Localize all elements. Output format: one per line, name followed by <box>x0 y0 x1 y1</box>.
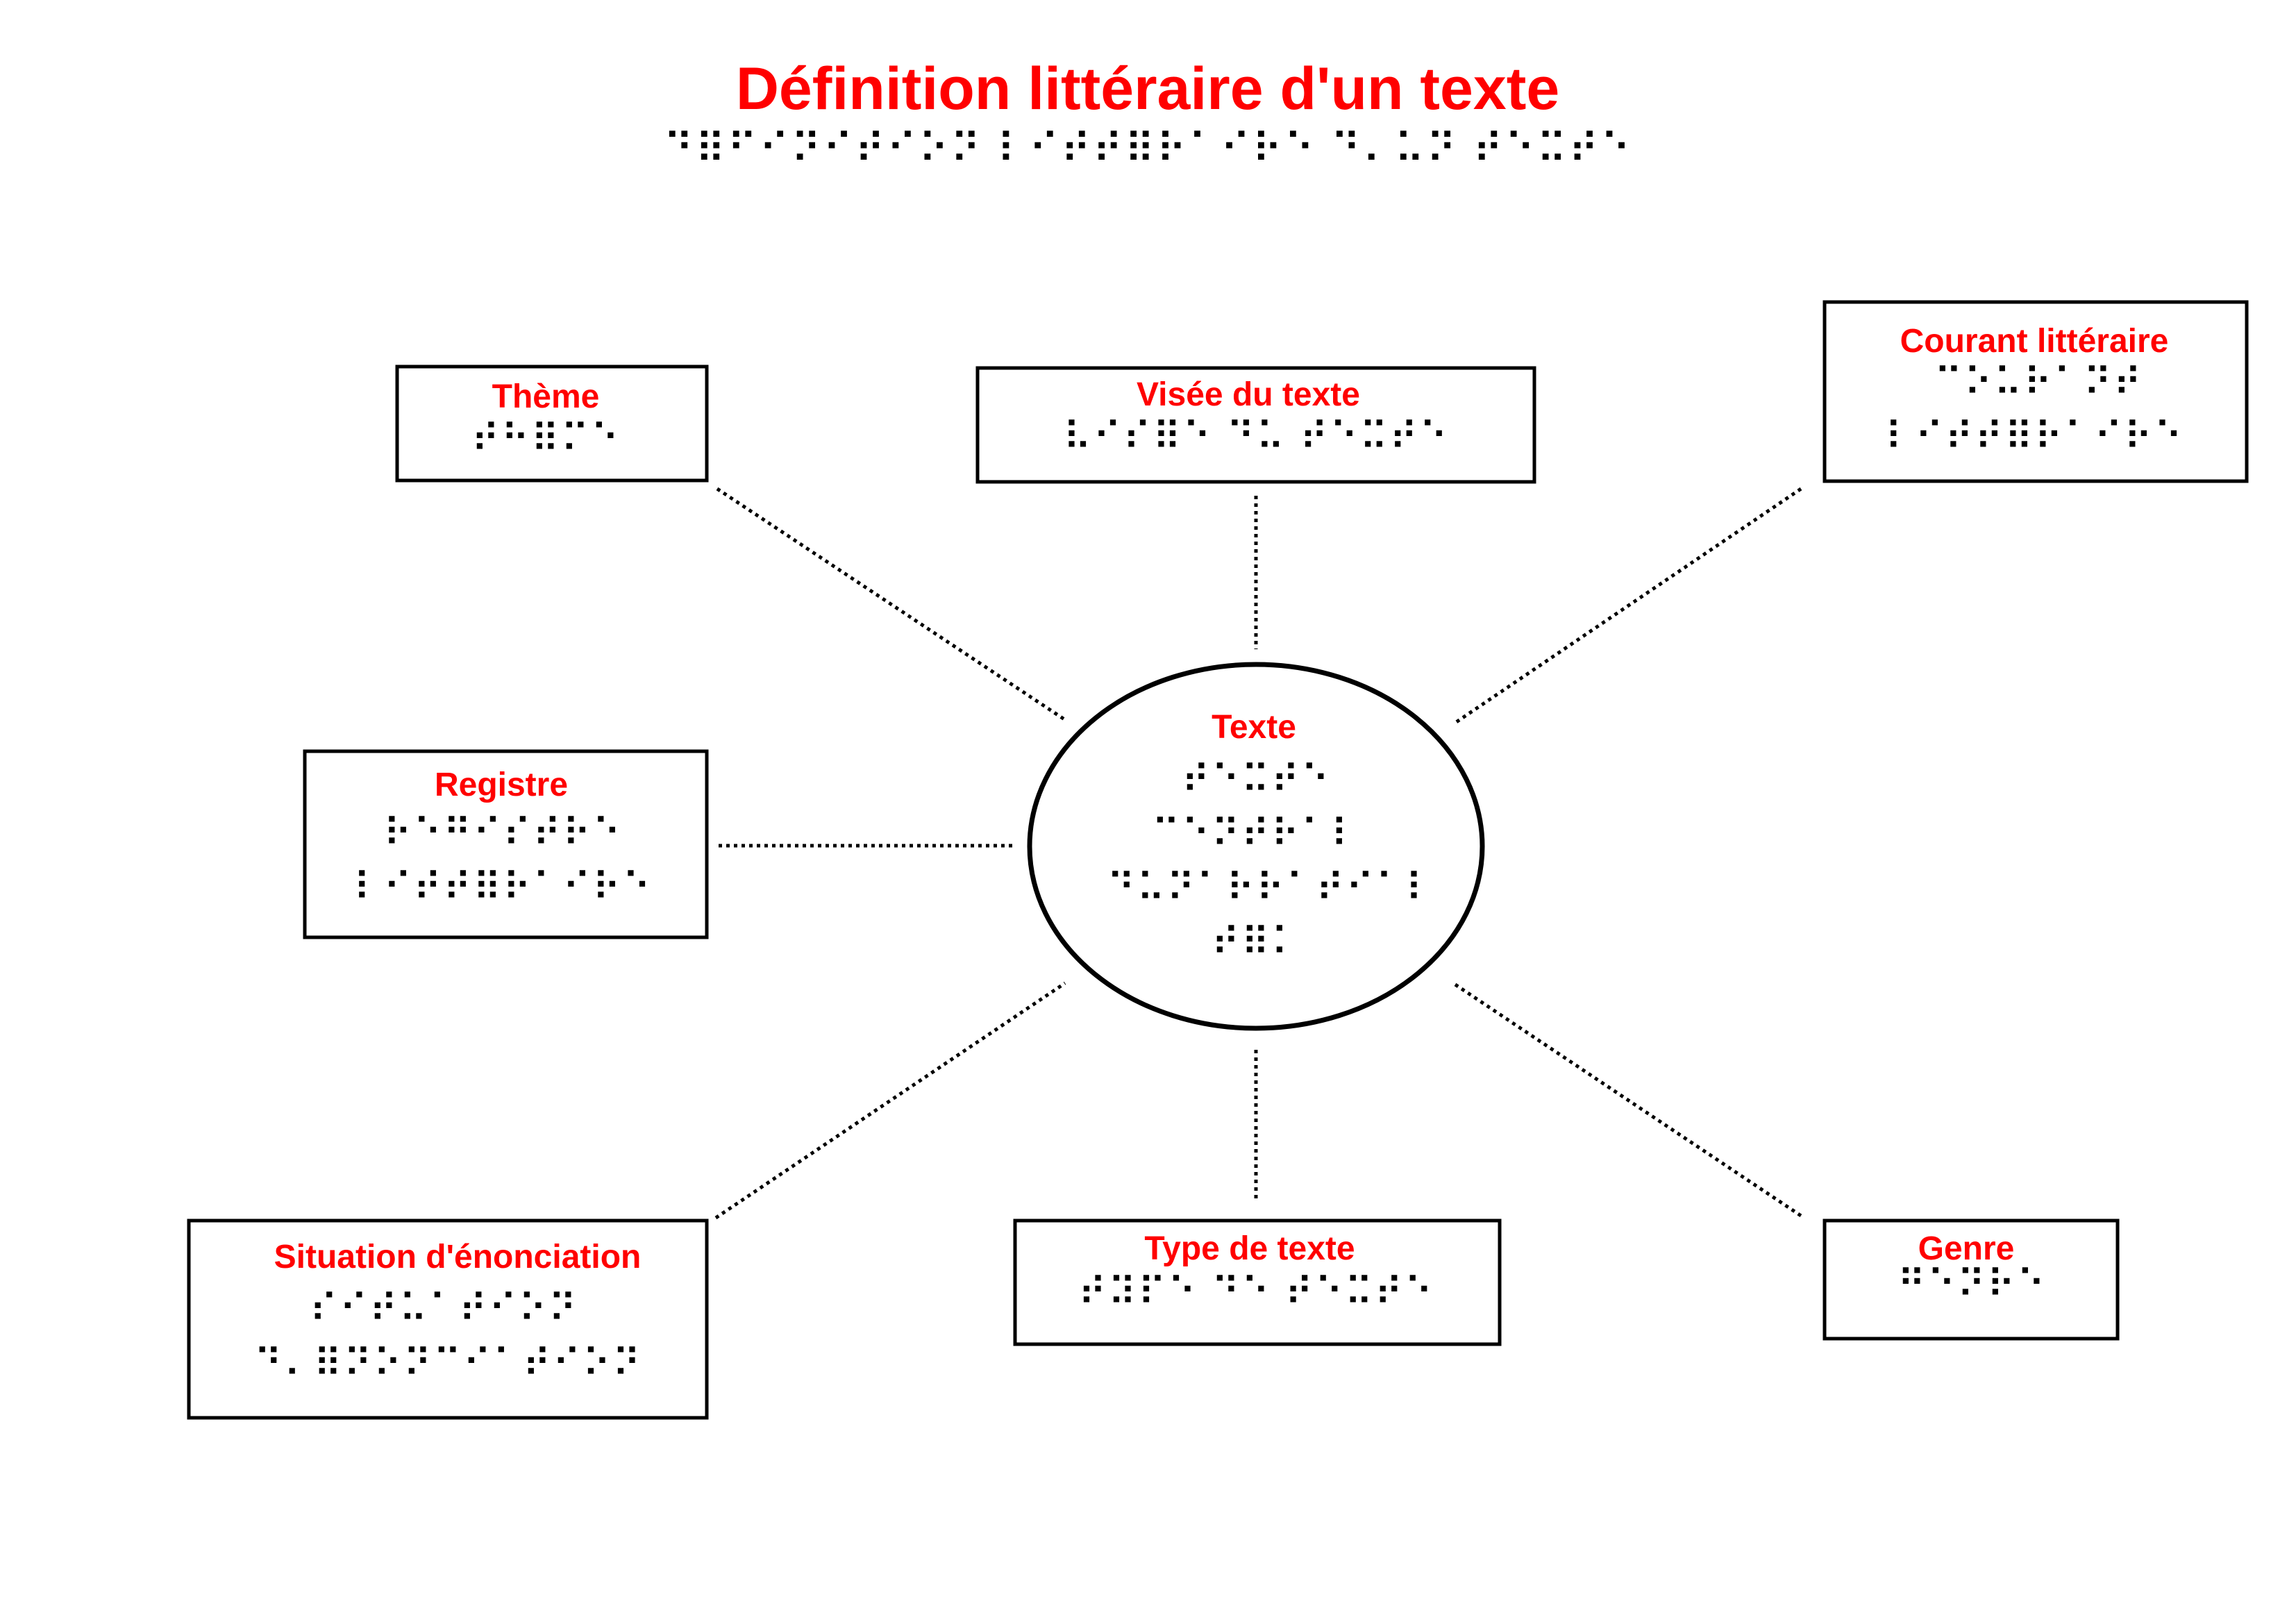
node-genre: Genre ⠛⠑⠝⠗⠑ <box>1822 1219 2120 1341</box>
center-braille-line-4: ⠞⠿⠅ <box>1211 920 1300 965</box>
node-type-label: Type de texte <box>1144 1230 1355 1267</box>
node-genre-braille: ⠛⠑⠝⠗⠑ <box>1897 1262 2046 1307</box>
node-courant: Courant littéraire ⠉⠕⠥⠗⠁⠝⠞ ⠇⠊⠞⠞⠿⠗⠁⠊⠗⠑ <box>1822 300 2249 483</box>
node-registre-label: Registre <box>435 767 568 803</box>
node-visee-label: Visée du texte <box>1137 376 1360 413</box>
node-registre-braille-line-2: ⠇⠊⠞⠞⠿⠗⠁⠊⠗⠑ <box>353 865 652 910</box>
node-courant-braille-line-2: ⠇⠊⠞⠞⠿⠗⠁⠊⠗⠑ <box>1885 415 2184 460</box>
diagram-title: Définition littéraire d'un texte <box>736 56 1559 122</box>
center-braille-line-2: ⠉⠑⠝⠞⠗⠁⠇ <box>1151 812 1360 857</box>
node-situation-braille-line-2: ⠙⠄⠿⠝⠕⠝⠉⠊⠁⠞⠊⠕⠝ <box>253 1341 642 1387</box>
node-situation-label: Situation d'énonciation <box>274 1239 642 1275</box>
node-registre: Registre ⠗⠑⠛⠊⠎⠞⠗⠑ ⠇⠊⠞⠞⠿⠗⠁⠊⠗⠑ <box>303 749 709 939</box>
node-courant-braille-line-1: ⠉⠕⠥⠗⠁⠝⠞ <box>1934 360 2143 405</box>
diagram-title-braille: ⠙⠿⠋⠊⠝⠊⠞⠊⠕⠝ ⠇⠊⠞⠞⠿⠗⠁⠊⠗⠑ ⠙⠄⠥⠝ ⠞⠑⠭⠞⠑ <box>663 125 1632 174</box>
center-braille-line-1: ⠞⠑⠭⠞⠑ <box>1181 757 1330 803</box>
center-node: Texte ⠞⠑⠭⠞⠑ ⠉⠑⠝⠞⠗⠁⠇ ⠀⠙⠥⠝⠁⠗⠗⠁⠞⠊⠁⠇ ⠞⠿⠅ <box>1027 662 1485 1031</box>
node-visee-braille: ⠧⠊⠎⠿⠑ ⠙⠥ ⠞⠑⠭⠞⠑ <box>1063 415 1449 460</box>
connector-theme <box>716 487 1068 723</box>
node-situation: Situation d'énonciation ⠎⠊⠞⠥⠁⠞⠊⠕⠝ ⠙⠄⠿⠝⠕⠝… <box>187 1219 709 1420</box>
node-visee: Visée du texte ⠧⠊⠎⠿⠑ ⠙⠥ ⠞⠑⠭⠞⠑ <box>975 366 1536 484</box>
node-genre-label: Genre <box>1918 1230 2015 1267</box>
node-theme: Thème ⠞⠓⠿⠍⠑ <box>395 365 709 483</box>
node-theme-label: Thème <box>492 378 600 415</box>
connector-genre <box>1454 982 1802 1218</box>
connectors <box>714 487 1802 1220</box>
node-situation-box <box>187 1219 709 1420</box>
node-type-braille: ⠞⠽⠏⠑ ⠙⠑ ⠞⠑⠭⠞⠑ <box>1078 1270 1434 1315</box>
center-ellipse <box>1027 662 1485 1031</box>
node-type: Type de texte ⠞⠽⠏⠑ ⠙⠑ ⠞⠑⠭⠞⠑ <box>1013 1219 1502 1346</box>
connector-courant <box>1454 487 1802 725</box>
node-genre-box <box>1822 1219 2120 1341</box>
node-courant-label: Courant littéraire <box>1900 323 2169 360</box>
node-visee-box <box>975 366 1536 484</box>
node-registre-box <box>303 749 709 939</box>
node-theme-box <box>395 365 709 483</box>
node-courant-box <box>1822 300 2249 483</box>
node-theme-braille: ⠞⠓⠿⠍⠑ <box>471 417 620 462</box>
connector-situation <box>714 981 1066 1220</box>
node-registre-braille-line-1: ⠗⠑⠛⠊⠎⠞⠗⠑ <box>383 811 622 856</box>
node-type-box <box>1013 1219 1502 1346</box>
center-label: Texte <box>1212 709 1296 746</box>
node-situation-braille-line-1: ⠎⠊⠞⠥⠁⠞⠊⠕⠝ <box>309 1287 578 1332</box>
center-braille-line-3: ⠀⠙⠥⠝⠁⠗⠗⠁⠞⠊⠁⠇ <box>1077 866 1435 911</box>
